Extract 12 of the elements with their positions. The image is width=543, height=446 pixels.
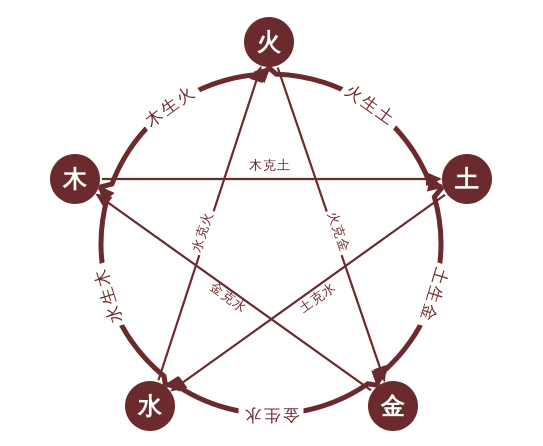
element-name: 水 xyxy=(138,394,162,418)
element-name: 金 xyxy=(381,394,405,418)
arrow xyxy=(170,194,446,392)
edge-label: 火克金 xyxy=(324,208,352,256)
edge-label: 土生金 xyxy=(415,261,452,328)
element-name: 土 xyxy=(455,167,479,191)
edge-label: 水克火 xyxy=(190,208,216,256)
arrow xyxy=(95,194,372,392)
edge-label: 金生水 xyxy=(238,405,304,423)
arrow xyxy=(102,172,442,186)
element-name: 火 xyxy=(257,30,281,54)
element-name: 木 xyxy=(63,167,87,191)
